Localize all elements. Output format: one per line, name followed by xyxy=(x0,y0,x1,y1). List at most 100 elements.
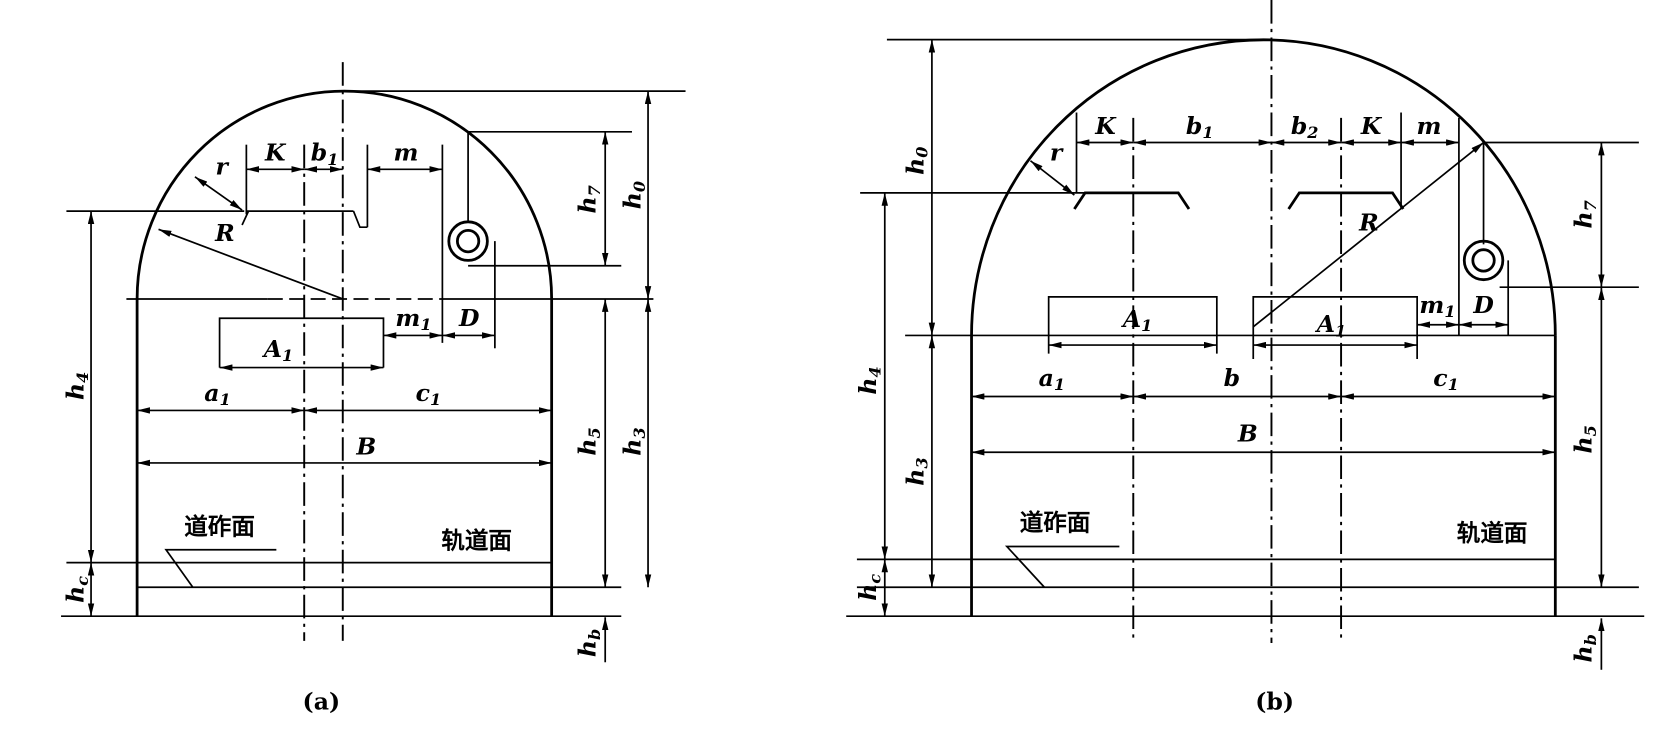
radius-r-arrow xyxy=(194,176,243,211)
label-subscript: 1 xyxy=(1054,375,1065,394)
label-r: r xyxy=(1050,139,1064,167)
label-subscript: 2 xyxy=(1306,123,1318,142)
label-subscript: 4 xyxy=(73,372,92,383)
label-h7: h7 xyxy=(574,185,604,213)
radius-r-arrow xyxy=(1029,160,1075,196)
label-subscript: 0 xyxy=(913,147,932,158)
label-main: R xyxy=(214,219,235,247)
label-subscript: 1 xyxy=(1335,321,1346,340)
label-main: h xyxy=(854,377,882,394)
cable-circle-inner xyxy=(1471,248,1496,273)
label-subscript: 5 xyxy=(585,427,604,438)
cable-circle-inner xyxy=(455,229,481,254)
label-subscript: 3 xyxy=(913,457,932,468)
label-subscript: 7 xyxy=(1581,200,1600,211)
label-R: R xyxy=(214,219,235,247)
ballast-surface-label: 道砟面 xyxy=(1020,508,1091,536)
label-subscript: 1 xyxy=(219,390,230,409)
label-main: m xyxy=(395,304,420,332)
label-b: b xyxy=(1224,364,1240,392)
label-main: A xyxy=(262,335,282,363)
label-D: D xyxy=(1472,291,1494,319)
label-main: h xyxy=(619,439,647,456)
label-main: b xyxy=(1186,112,1202,140)
label-subscript: 1 xyxy=(282,346,293,365)
label-b2: b2 xyxy=(1291,112,1319,142)
label-subscript: b xyxy=(1581,634,1600,645)
label-hb: hb xyxy=(574,629,604,657)
ballast-leader xyxy=(1004,545,1120,588)
label-a1: a1 xyxy=(1039,364,1065,394)
label-main: D xyxy=(1472,291,1494,319)
label-m1: m1 xyxy=(1419,291,1455,321)
label-main: m xyxy=(394,139,419,167)
ballast-surface-label: 道砟面 xyxy=(184,513,255,541)
label-h0: h0 xyxy=(619,181,649,209)
label-a1: a1 xyxy=(204,379,230,409)
clearance-box-A1-left xyxy=(1047,295,1218,354)
label-main: B xyxy=(355,432,376,460)
label-D: D xyxy=(458,304,480,332)
pantograph-right xyxy=(1287,191,1405,210)
label-hc: hc xyxy=(62,576,92,603)
label-subscript: 7 xyxy=(585,185,604,196)
label-K: K xyxy=(1094,112,1117,140)
label-r: r xyxy=(216,153,230,181)
label-main: A xyxy=(1315,310,1335,338)
label-hc: hc xyxy=(854,574,884,601)
cable-circle-outer xyxy=(1462,239,1505,282)
label-h3: h3 xyxy=(901,457,931,485)
label-main: h xyxy=(574,640,602,657)
label-m1: m1 xyxy=(395,304,431,334)
label-main: A xyxy=(1121,305,1141,333)
label-main: r xyxy=(1050,139,1064,167)
label-subscript: 5 xyxy=(1581,425,1600,436)
ballast-leader xyxy=(164,548,277,588)
label-main: K xyxy=(264,139,287,167)
label-main: h xyxy=(62,586,90,603)
label-main: h xyxy=(901,469,929,486)
label-main: h xyxy=(62,383,90,400)
label-main: a xyxy=(204,379,219,407)
label-c1: c1 xyxy=(416,379,442,409)
label-main: c xyxy=(416,379,430,407)
label-main: m xyxy=(1419,291,1444,319)
label-subscript: b xyxy=(585,629,604,640)
label-main: a xyxy=(1039,364,1054,392)
label-subscript: 1 xyxy=(430,390,441,409)
radius-R-arrow xyxy=(158,228,344,300)
label-h0: h0 xyxy=(901,147,931,175)
label-main: D xyxy=(458,304,480,332)
label-main: h xyxy=(1570,436,1598,453)
label-main: R xyxy=(1358,208,1379,236)
label-h5: h5 xyxy=(574,427,604,455)
label-main: m xyxy=(1416,112,1441,140)
label-subscript: 1 xyxy=(1444,302,1455,321)
label-main: h xyxy=(619,192,647,209)
label-subscript: c xyxy=(73,576,92,586)
label-hb: hb xyxy=(1570,634,1600,662)
label-K2: K xyxy=(1360,112,1383,140)
label-K: K xyxy=(264,139,287,167)
label-subscript: 0 xyxy=(630,181,649,192)
label-c1: c1 xyxy=(1433,364,1459,394)
label-subscript: 1 xyxy=(420,315,431,334)
pantograph-left xyxy=(1073,191,1191,210)
label-h5: h5 xyxy=(1570,425,1600,453)
label-B: B xyxy=(355,432,376,460)
pantograph-edge xyxy=(241,210,368,229)
label-R: R xyxy=(1358,208,1379,236)
label-main: h xyxy=(1570,645,1598,662)
tunnel-arch xyxy=(135,89,554,299)
label-main: h xyxy=(854,584,882,601)
label-subscript: 1 xyxy=(1448,375,1459,394)
label-main: K xyxy=(1094,112,1117,140)
caption-b: (b) xyxy=(1255,687,1294,715)
label-h7: h7 xyxy=(1570,200,1600,228)
label-m: m xyxy=(1416,112,1441,140)
label-main: b xyxy=(1291,112,1307,140)
label-h4: h4 xyxy=(854,366,884,394)
label-subscript: 1 xyxy=(327,150,338,169)
